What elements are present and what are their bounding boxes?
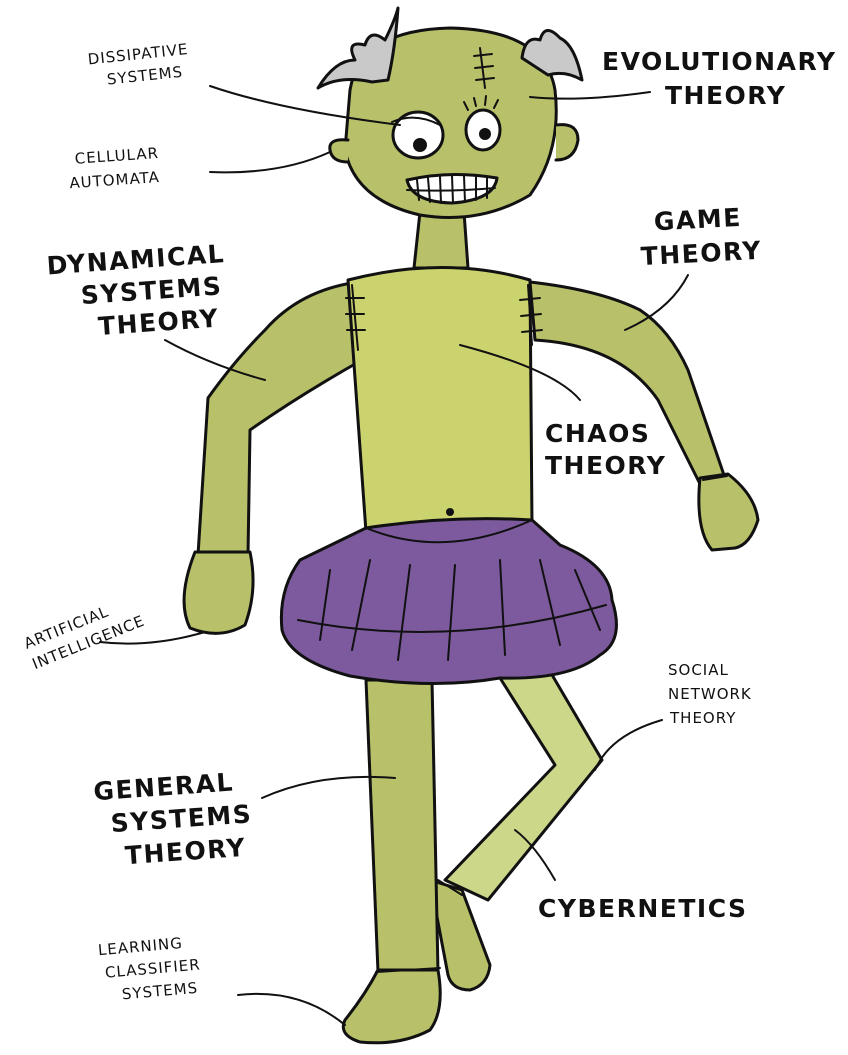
right-leg [445, 668, 602, 900]
neck [414, 212, 468, 268]
left-leg [366, 680, 438, 972]
label-artificial-intelligence: ARTIFICIAL INTELLIGENCE [21, 591, 147, 673]
left-ear [330, 140, 348, 162]
torso [348, 268, 532, 533]
label-dissipative-systems: DISSIPATIVE SYSTEMS [87, 39, 197, 90]
label-game-theory: GAME THEORY [638, 202, 762, 271]
label-chaos-theory: CHAOS THEORY [545, 419, 666, 480]
right-ear [556, 125, 578, 160]
label-evolutionary-theory: EVOLUTIONARY THEORY [602, 47, 847, 110]
left-fist [184, 552, 253, 633]
label-dynamical-systems-theory: DYNAMICAL SYSTEMS THEORY [46, 238, 241, 344]
label-learning-classifier-systems: LEARNING CLASSIFIER SYSTEMS [97, 932, 209, 1005]
left-foot [343, 970, 440, 1043]
label-cybernetics: CYBERNETICS [538, 894, 748, 923]
label-cellular-automata: CELLULAR AUTOMATA [67, 144, 167, 193]
right-hand [699, 474, 758, 550]
left-hair [318, 8, 398, 88]
belly-button [446, 508, 454, 516]
label-general-systems-theory: GENERAL SYSTEMS THEORY [93, 766, 266, 872]
figure [184, 8, 758, 1043]
left-arm [198, 282, 362, 555]
label-social-network-theory: SOCIAL NETWORK THEORY [668, 661, 758, 727]
